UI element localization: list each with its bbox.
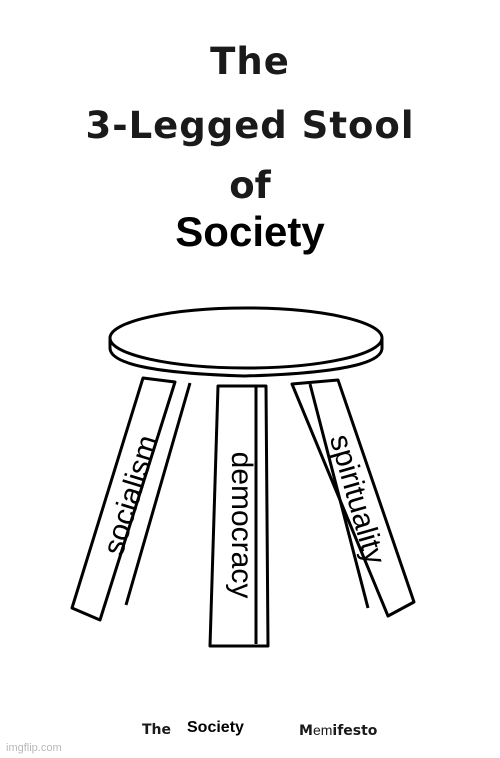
title-of: of [229, 164, 271, 207]
title-the: The [210, 40, 290, 83]
title-three-legged-stool: 3-Legged Stool [85, 104, 415, 147]
title-society: Society [175, 208, 325, 255]
stool-illustration: socialism democracy spirituality [70, 306, 416, 648]
left-leg-edge [124, 382, 192, 606]
footer-memifesto: Memifesto [299, 722, 377, 739]
right-leg [290, 378, 416, 618]
footer-ifesto: ifesto [332, 723, 378, 739]
footer-society: Society [187, 719, 244, 736]
right-leg-edge [308, 383, 370, 609]
footer-the: The [142, 722, 172, 738]
leg-label-democracy: democracy [225, 452, 258, 599]
imgflip-watermark: imgflip.com [6, 742, 62, 754]
footer-em: em [312, 722, 333, 738]
left-leg [70, 376, 177, 622]
stool-seat-top [108, 306, 384, 370]
leg-label-spirituality: spirituality [323, 431, 391, 568]
footer-m: M [299, 723, 313, 739]
middle-leg [208, 384, 270, 648]
